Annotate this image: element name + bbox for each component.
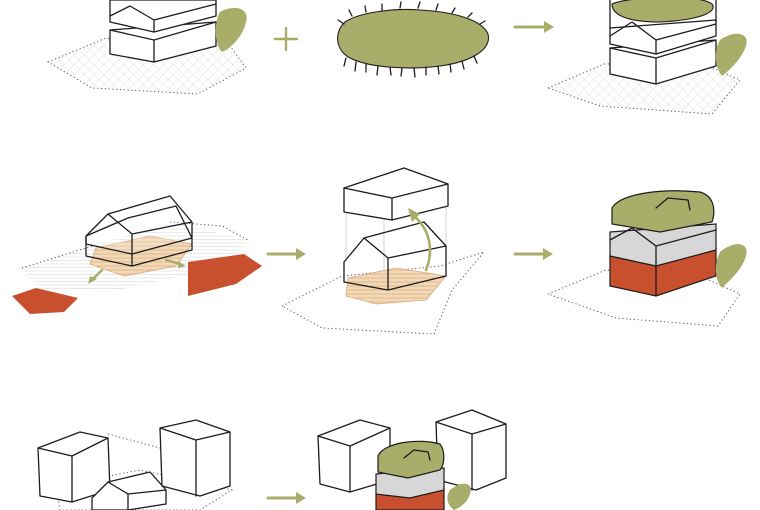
row-3 [37, 409, 507, 510]
row-2 [12, 167, 747, 335]
arrow-right-icon [266, 492, 306, 504]
arrow-right-icon [513, 21, 554, 33]
house-ground-icon [12, 195, 262, 314]
layer-stack-icon [546, 190, 747, 327]
plus-icon [273, 26, 299, 52]
row-1 [46, 0, 747, 115]
stack-green-icon [546, 0, 747, 115]
lift-volume-icon [280, 167, 486, 335]
context-stack-icon [317, 409, 507, 510]
arrow-right-icon [266, 248, 306, 260]
blocks-icon [37, 419, 234, 510]
arrow-right-icon [513, 248, 553, 260]
green-blob-icon [337, 1, 489, 78]
house-tree-icon [46, 0, 247, 95]
